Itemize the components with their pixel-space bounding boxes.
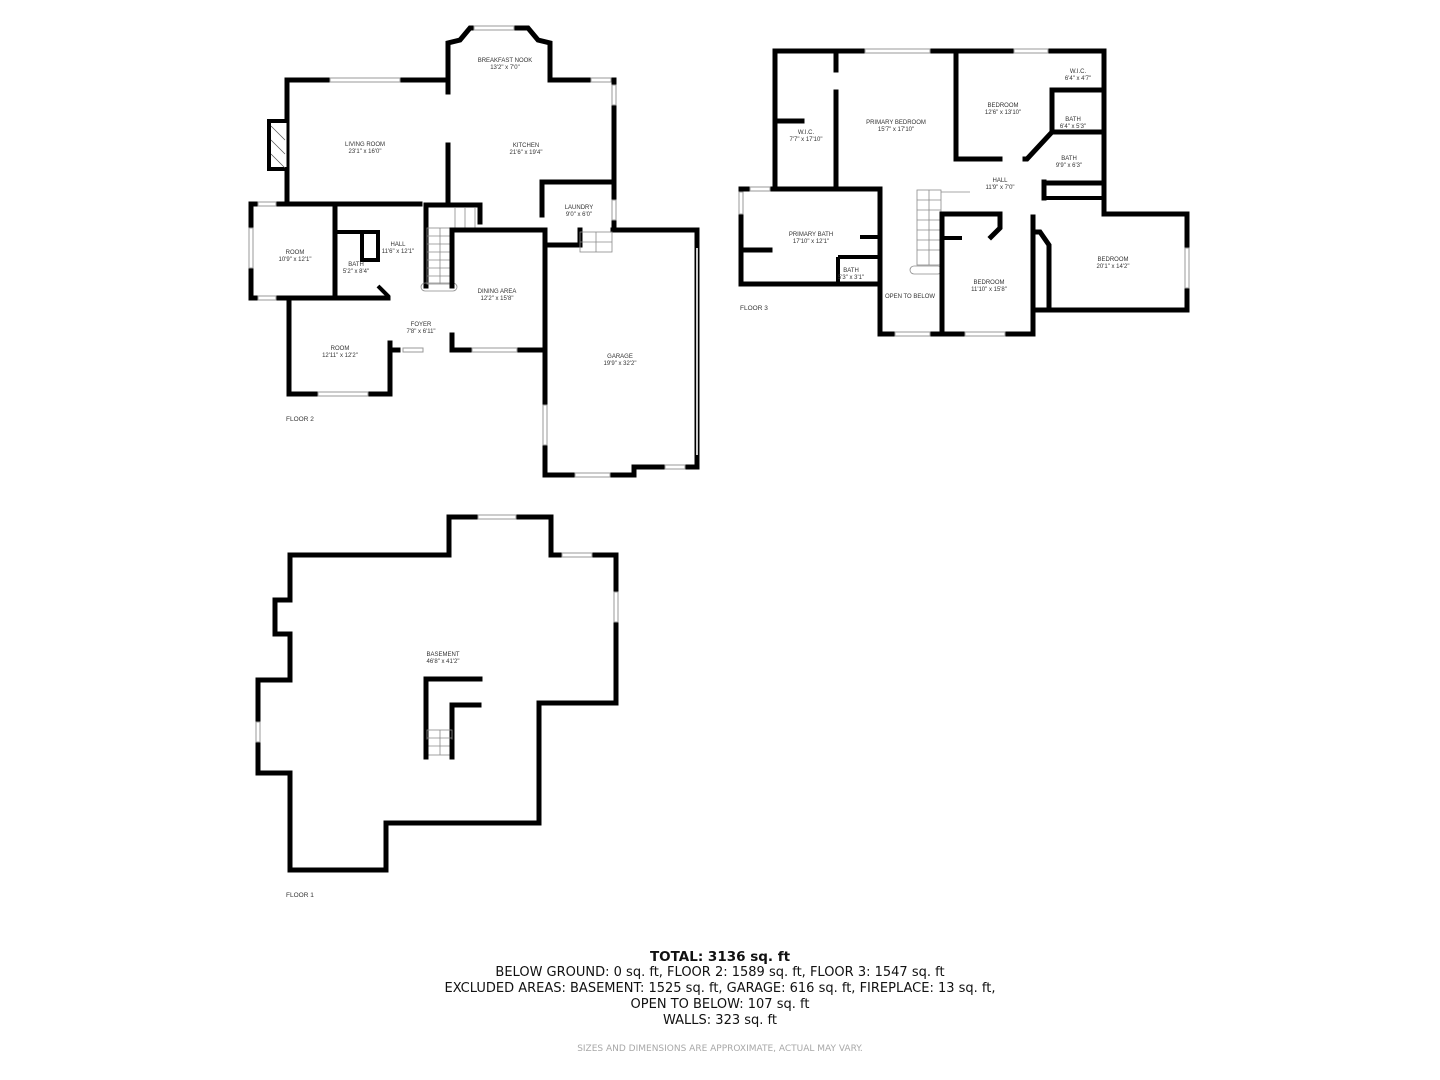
- floor-1-label: FLOOR 1: [286, 892, 314, 899]
- room-dims: 9'9" x 6'3": [1056, 163, 1082, 169]
- floor-2-label: FLOOR 2: [286, 416, 314, 423]
- room-dims: 19'9" x 32'2": [604, 361, 637, 367]
- room-name: KITCHEN: [513, 143, 539, 149]
- room-dims: 21'6" x 19'4": [510, 150, 543, 156]
- room-dims: 23'1" x 16'0": [349, 149, 382, 155]
- svg-text:OPEN TO BELOW: OPEN TO BELOW: [885, 294, 935, 300]
- room-dims: 11'9" x 7'0": [985, 185, 1014, 191]
- room-dims: 5'3" x 3'1": [838, 275, 864, 281]
- room-dims: 15'7" x 17'10": [878, 127, 914, 133]
- room-name: BREAKFAST NOOK: [478, 58, 533, 64]
- room-name: HALL: [992, 178, 1008, 184]
- room-dims: 6'4" x 5'3": [1060, 124, 1086, 130]
- room-dims: 11'10" x 15'8": [971, 287, 1007, 293]
- room-name: BATH: [348, 262, 364, 268]
- room-dims: 17'10" x 12'1": [793, 239, 829, 245]
- excluded-areas: EXCLUDED AREAS: BASEMENT: 1525 sq. ft, G…: [444, 981, 996, 996]
- svg-text:W.I.C.6'4" x 4'7": W.I.C.6'4" x 4'7": [1065, 69, 1091, 82]
- floor-3-label: FLOOR 3: [740, 305, 768, 312]
- staircase-icon: [426, 729, 453, 756]
- room-name: W.I.C.: [1070, 69, 1087, 75]
- room-dims: 6'4" x 4'7": [1065, 76, 1091, 82]
- open-to-below-area: OPEN TO BELOW: 107 sq. ft: [630, 997, 810, 1012]
- room-name: BEDROOM: [987, 103, 1018, 109]
- disclaimer: SIZES AND DIMENSIONS ARE APPROXIMATE, AC…: [577, 1044, 863, 1054]
- room-name: LAUNDRY: [565, 205, 594, 211]
- room-name: HALL: [390, 242, 406, 248]
- room-name: BATH: [843, 268, 859, 274]
- room-dims: 11'6" x 12'1": [382, 249, 414, 255]
- room-dims: 12'2" x 15'8": [481, 296, 514, 302]
- room-dims: 9'0" x 6'0": [566, 212, 592, 218]
- room-name: OPEN TO BELOW: [885, 294, 935, 300]
- room-name: BEDROOM: [973, 280, 1004, 286]
- room-dims: 12'6" x 13'10": [985, 110, 1021, 116]
- floor-areas: BELOW GROUND: 0 sq. ft, FLOOR 2: 1589 sq…: [495, 965, 945, 980]
- room-name: PRIMARY BEDROOM: [866, 120, 926, 126]
- room-name: BATH: [1065, 117, 1081, 123]
- room-dims: 7'7" x 17'10": [790, 137, 823, 143]
- staircase-icon: [420, 208, 476, 292]
- room-name: BEDROOM: [1097, 257, 1128, 263]
- room-dims: 13'2" x 7'0": [490, 65, 520, 71]
- area-summary: TOTAL: 3136 sq. ft BELOW GROUND: 0 sq. f…: [0, 949, 1440, 1029]
- walls-area: WALLS: 323 sq. ft: [663, 1013, 777, 1028]
- room-dims: 10'9" x 12'1": [279, 257, 312, 263]
- total-area: TOTAL: 3136 sq. ft: [649, 949, 791, 965]
- room-dims: 20'1" x 14'2": [1097, 264, 1130, 270]
- room-name: PRIMARY BATH: [789, 232, 833, 238]
- room-name: ROOM: [331, 346, 350, 352]
- room-name: ROOM: [286, 250, 305, 256]
- fireplace-icon: [268, 120, 288, 170]
- room-name: BASEMENT: [426, 652, 459, 658]
- room-dims: 5'2" x 8'4": [343, 269, 369, 275]
- room-name: DINING AREA: [478, 289, 517, 295]
- svg-text:W.I.C.7'7" x 17'10": W.I.C.7'7" x 17'10": [790, 130, 823, 143]
- room-name: GARAGE: [607, 354, 633, 360]
- room-name: FOYER: [411, 322, 432, 328]
- room-dims: 12'11" x 12'2": [322, 353, 358, 359]
- room-name: W.I.C.: [798, 130, 815, 136]
- room-dims: 46'8" x 41'2": [427, 659, 460, 665]
- room-dims: 7'8" x 6'11": [406, 329, 435, 335]
- room-name: LIVING ROOM: [345, 142, 385, 148]
- room-name: BATH: [1061, 156, 1077, 162]
